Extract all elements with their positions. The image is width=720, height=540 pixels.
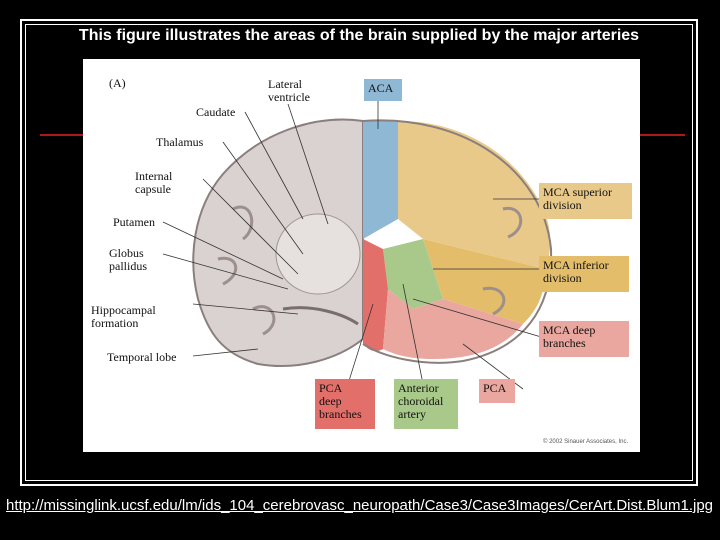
figure-copyright: © 2002 Sinauer Associates, Inc. bbox=[543, 439, 629, 445]
label-mca-deep: MCA deep branches bbox=[539, 321, 629, 357]
label-mca-superior: MCA superior division bbox=[539, 183, 632, 219]
pca-deep-territory bbox=[363, 239, 388, 352]
left-sulci bbox=[217, 205, 276, 336]
label-globus-pallidus: Globus pallidus bbox=[109, 246, 147, 273]
left-deep-nuclei bbox=[275, 213, 361, 295]
anterior-choroidal-territory bbox=[383, 239, 443, 309]
right-sulci bbox=[482, 206, 523, 316]
brain-illustration bbox=[162, 84, 553, 390]
accent-line-right bbox=[635, 134, 685, 136]
label-mca-inferior: MCA inferior division bbox=[539, 256, 629, 292]
slide-inner-frame bbox=[25, 24, 693, 481]
mca-inferior-territory bbox=[423, 239, 545, 324]
label-putamen: Putamen bbox=[113, 215, 155, 229]
leader-lines bbox=[162, 84, 549, 390]
label-lateral-ventricle: Lateral ventricle bbox=[268, 77, 310, 104]
label-internal-capsule: Internal capsule bbox=[135, 169, 173, 196]
accent-line-left bbox=[40, 134, 95, 136]
aca-territory bbox=[363, 121, 398, 239]
label-pca-deep: PCA deep branches bbox=[315, 379, 375, 429]
left-hippocampus bbox=[282, 306, 359, 326]
label-temporal-lobe: Temporal lobe bbox=[107, 350, 177, 364]
source-link[interactable]: http://missinglink.ucsf.edu/lm/ids_104_c… bbox=[6, 497, 714, 514]
slide-frame bbox=[20, 19, 698, 486]
label-caudate: Caudate bbox=[196, 105, 236, 119]
label-hippocampal-formation: Hippocampal formation bbox=[91, 303, 156, 330]
label-pca: PCA bbox=[479, 379, 515, 403]
mca-superior-territory bbox=[398, 121, 551, 269]
pca-territory bbox=[383, 289, 523, 359]
label-thalamus: Thalamus bbox=[156, 135, 204, 149]
label-anterior-choroidal: Anterior choroidal artery bbox=[394, 379, 458, 429]
panel-label: (A) bbox=[109, 76, 126, 90]
brain-figure: (A) Lateral ventricle Caudate Thalamus I… bbox=[83, 59, 640, 452]
label-aca: ACA bbox=[364, 79, 402, 101]
right-hemisphere-outline bbox=[362, 119, 553, 364]
slide-title: This figure illustrates the areas of the… bbox=[78, 27, 640, 44]
